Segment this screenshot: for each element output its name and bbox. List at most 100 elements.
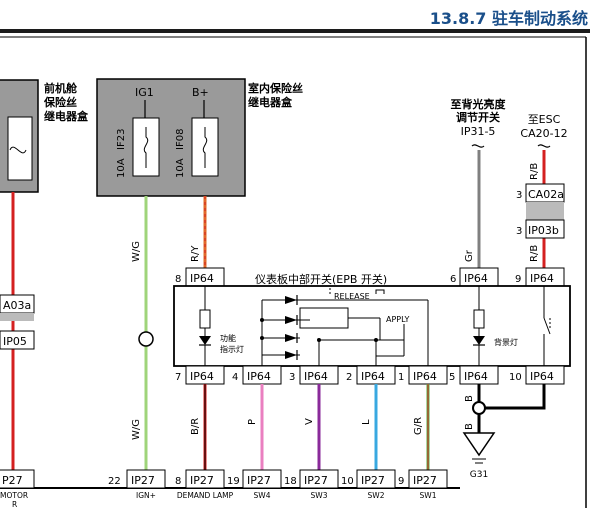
indicator-label-2: 指示灯 bbox=[220, 344, 244, 354]
backlight-ref-line1: 至背光亮度 bbox=[451, 97, 507, 111]
fuse-bplus-label: B+ bbox=[192, 86, 209, 99]
connector-ca02a-label: CA02a bbox=[528, 188, 564, 201]
junction-dot-3 bbox=[317, 338, 321, 342]
pin-ip27-8: 8 bbox=[175, 476, 181, 487]
pin-top-6: 6 bbox=[450, 274, 456, 285]
pin-ip27-18: 18 bbox=[284, 476, 297, 487]
interior-fuse-box bbox=[96, 78, 246, 197]
fuse-ig1-label: IG1 bbox=[135, 86, 154, 99]
connector-separator bbox=[0, 313, 34, 321]
fuse-symbol-icon bbox=[9, 146, 27, 154]
svg-text:IP64: IP64 bbox=[190, 272, 214, 285]
fuse-if23-rating: 10A bbox=[116, 158, 127, 178]
svg-text:P27: P27 bbox=[2, 474, 23, 487]
connector-p27-left: P27 bbox=[0, 469, 35, 489]
pin-bottom-3: 3 bbox=[289, 372, 295, 383]
junction-dot-1 bbox=[260, 318, 264, 322]
svg-text:IP64: IP64 bbox=[413, 370, 437, 383]
connector-ip05 bbox=[0, 330, 35, 350]
svg-text:IP27: IP27 bbox=[131, 474, 155, 487]
connector-bottom-pin4: IP64 bbox=[242, 365, 282, 385]
pin-bottom-7: 7 bbox=[175, 372, 181, 383]
wg-splice-icon bbox=[138, 331, 154, 347]
signal-sw3-label: SW3 bbox=[311, 491, 328, 500]
indicator-label-1: 功能 bbox=[220, 333, 236, 343]
junction-dot-4 bbox=[374, 338, 378, 342]
wire-b-label-2: B bbox=[464, 423, 475, 430]
signal-motor-suffix: R bbox=[12, 500, 17, 508]
pin-bottom-2: 2 bbox=[346, 372, 352, 383]
engine-box-name-1: 前机舱 bbox=[44, 81, 78, 95]
fuse-if08-rating: 10A bbox=[175, 158, 186, 178]
connector-ip27-22: IP27 bbox=[126, 469, 166, 489]
connector-bottom-pin7: IP64 bbox=[185, 365, 225, 385]
wire-ry-label: R/Y bbox=[190, 245, 201, 262]
pin-ip27-10: 10 bbox=[341, 476, 354, 487]
engine-box-name-3: 继电器盒 bbox=[44, 109, 89, 123]
svg-text:IP64: IP64 bbox=[530, 272, 554, 285]
pin-ip03b: 3 bbox=[516, 226, 522, 237]
backlight-ref-line3: IP31-5 bbox=[461, 125, 496, 138]
connector-top-pin9: IP64 bbox=[525, 267, 565, 287]
indicator-resistor-icon bbox=[199, 309, 211, 329]
epb-switch-title: 仪表板中部开关(EPB 开关) bbox=[255, 272, 387, 286]
engine-box-name-2: 保险丝 bbox=[43, 95, 77, 109]
connector-ip27-18: IP27 bbox=[299, 469, 339, 489]
connector-ip27-9: IP27 bbox=[408, 469, 448, 489]
connector-ip27-10: IP27 bbox=[356, 469, 396, 489]
backlight-label: 背景灯 bbox=[494, 337, 518, 347]
interior-box-name-2: 继电器盒 bbox=[248, 95, 293, 109]
svg-text:IP27: IP27 bbox=[190, 474, 214, 487]
svg-text:IP64: IP64 bbox=[247, 370, 271, 383]
svg-text:IP64: IP64 bbox=[464, 272, 488, 285]
pin-bottom-10: 10 bbox=[509, 372, 522, 383]
svg-text:IP27: IP27 bbox=[247, 474, 271, 487]
signal-demand-label: DEMAND LAMP bbox=[177, 491, 234, 500]
pin-ip27-22: 22 bbox=[108, 476, 121, 487]
esc-switch-contact-icon bbox=[543, 317, 551, 335]
connector-bottom-pin10: IP64 bbox=[525, 365, 565, 385]
svg-text:IP64: IP64 bbox=[464, 370, 488, 383]
pin-ip27-19: 19 bbox=[227, 476, 240, 487]
wire-v-label: V bbox=[304, 418, 315, 425]
wire-wg-label-upper: W/G bbox=[131, 241, 142, 262]
ground-symbol-icon bbox=[462, 432, 496, 457]
pin-bottom-4: 4 bbox=[232, 372, 238, 383]
wire-b-2 bbox=[479, 384, 546, 410]
junction-dot-2 bbox=[260, 336, 264, 340]
signal-sw4-label: SW4 bbox=[254, 491, 271, 500]
connector-bottom-pin1: IP64 bbox=[408, 365, 448, 385]
diode-2-icon bbox=[285, 316, 297, 324]
signal-ign-label: IGN+ bbox=[136, 491, 156, 500]
backlight-led-icon bbox=[473, 336, 485, 345]
fuse-if08-id: IF08 bbox=[175, 129, 186, 150]
signal-sw2-label: SW2 bbox=[368, 491, 385, 500]
wire-gr-label: Gr bbox=[464, 249, 475, 262]
connector-bottom-pin5: IP64 bbox=[459, 365, 499, 385]
release-label: RELEASE bbox=[334, 292, 370, 301]
backlight-ref-line2: 调节开关 bbox=[456, 110, 500, 124]
wire-wg-label-lower: W/G bbox=[131, 419, 142, 440]
connector-top-pin8: IP64 bbox=[185, 267, 225, 287]
svg-text:IP64: IP64 bbox=[530, 370, 554, 383]
fuse-if23-id: IF23 bbox=[116, 129, 127, 150]
connector-ca02a-body bbox=[526, 202, 564, 220]
connector-ip27-19: IP27 bbox=[242, 469, 282, 489]
wire-break-esc-icon bbox=[537, 144, 551, 148]
wire-br-label: B/R bbox=[190, 418, 201, 435]
pin-top-8: 8 bbox=[175, 274, 181, 285]
epb-switch-body bbox=[173, 285, 571, 367]
wire-gr2-label: G/R bbox=[413, 417, 424, 435]
header-rule bbox=[0, 29, 590, 33]
connector-a03a-label: A03a bbox=[3, 299, 31, 312]
svg-text:IP64: IP64 bbox=[304, 370, 328, 383]
fuse-if08-symbol-icon bbox=[202, 127, 208, 168]
interior-box-name-1: 室内保险丝 bbox=[248, 81, 303, 95]
apply-label: APPLY bbox=[386, 315, 410, 324]
svg-text:IP27: IP27 bbox=[361, 474, 385, 487]
section-title: 13.8.7 驻车制动系统 bbox=[429, 9, 588, 28]
wire-b-label-1: B bbox=[464, 395, 475, 402]
svg-text:IP27: IP27 bbox=[413, 474, 437, 487]
signal-sw1-label: SW1 bbox=[420, 491, 437, 500]
